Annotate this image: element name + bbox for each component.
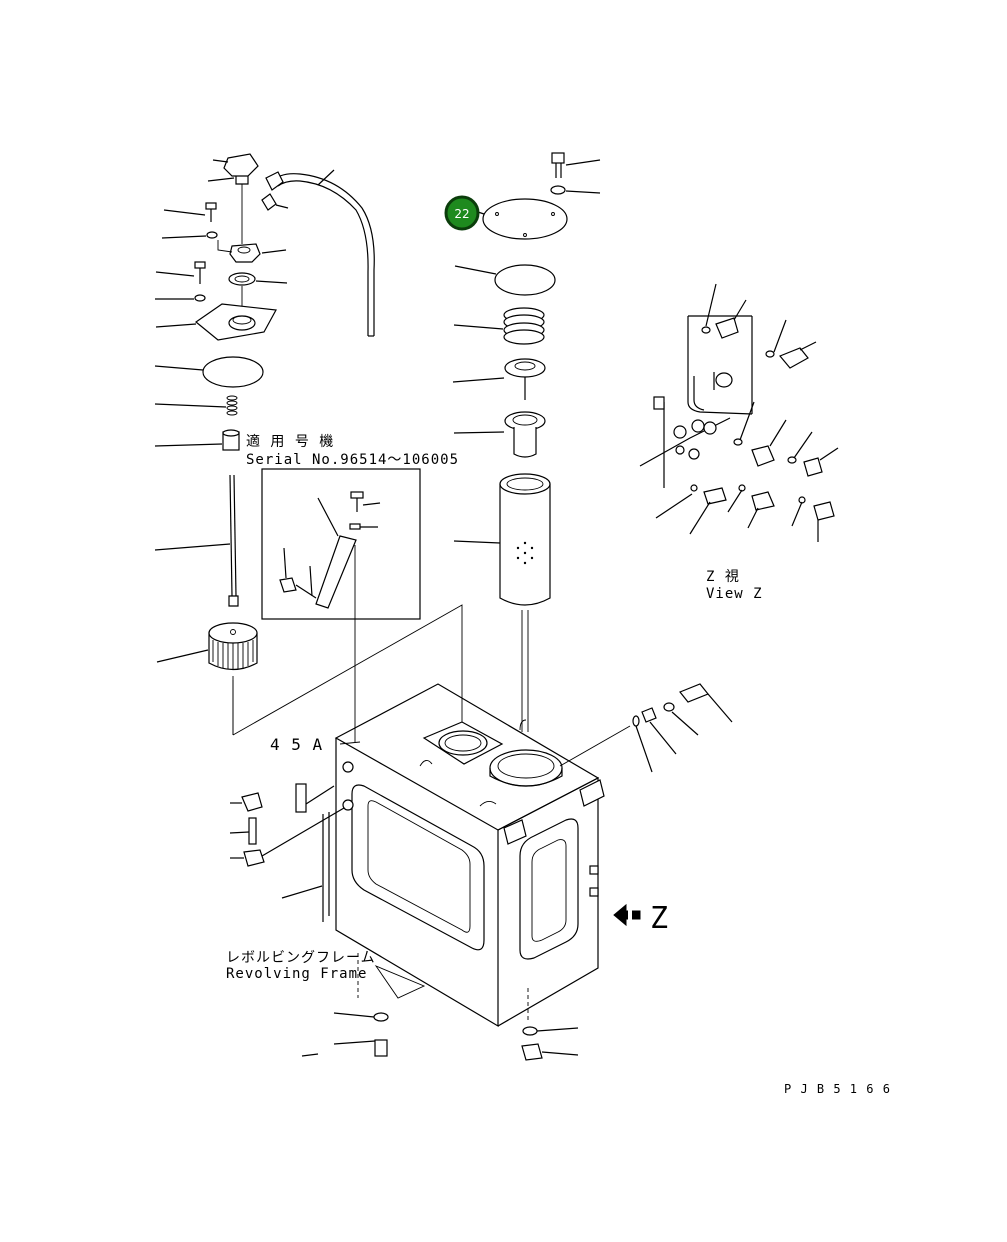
left-lower-fittings — [229, 792, 345, 867]
view-z-arrow — [613, 903, 641, 927]
serial-label-en: Serial No.96514～106005 — [246, 452, 459, 468]
serial-detail-box — [261, 468, 421, 620]
callout-22[interactable]: 22 — [444, 195, 480, 231]
serial-label-jp: 適 用 号 機 — [246, 433, 334, 450]
view-z-label-en: View Z — [706, 586, 763, 602]
revolving-frame-label-jp: レボルビングフレーム — [226, 950, 376, 966]
breather-hose — [261, 169, 375, 337]
view-z-arrow-label: Z — [650, 901, 668, 936]
hydraulic-tank — [281, 683, 605, 1028]
breather-assembly — [154, 153, 288, 735]
drawing-code: P J B 5 1 6 6 — [784, 1082, 891, 1096]
view-z-detail — [639, 283, 839, 542]
drain-bolts — [301, 1012, 579, 1061]
ref-45a-label: 4 5 A — [270, 735, 323, 754]
callout-22-badge[interactable] — [444, 195, 480, 231]
revolving-frame-label-en: Revolving Frame — [226, 966, 367, 982]
view-z-label-jp: Z 視 — [706, 569, 740, 585]
callout-22-number[interactable]: 22 — [454, 207, 469, 221]
right-tank-fittings — [559, 683, 733, 773]
assembly-leaders — [232, 545, 527, 742]
filter-assembly — [452, 152, 601, 732]
